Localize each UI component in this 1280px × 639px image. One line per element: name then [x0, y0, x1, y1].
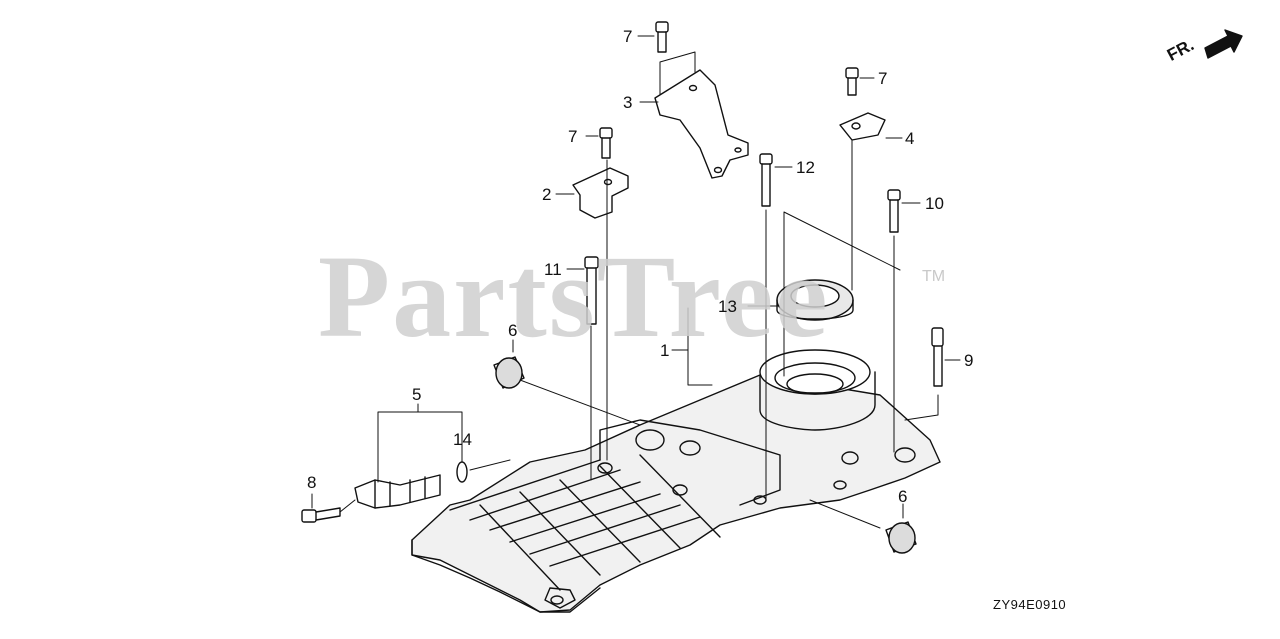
callout-8[interactable]: 8 — [307, 473, 317, 492]
leader-lines — [311, 35, 961, 529]
clip-4-part — [839, 112, 886, 141]
callout-7[interactable]: 7 — [623, 27, 633, 46]
callout-10[interactable]: 10 — [925, 194, 944, 213]
front-direction-arrow — [1204, 29, 1243, 59]
callout-13[interactable]: 13 — [718, 297, 737, 316]
trademark-symbol: TM — [922, 268, 946, 285]
diagram-code: ZY94E0910 — [993, 597, 1067, 612]
callout-3[interactable]: 3 — [623, 93, 633, 112]
bracket-2-part — [572, 167, 629, 219]
callout-7[interactable]: 7 — [878, 69, 888, 88]
callout-14[interactable]: 14 — [453, 430, 472, 449]
callout-2[interactable]: 2 — [542, 185, 552, 204]
watermark: PartsTree — [318, 231, 830, 362]
callout-11[interactable]: 11 — [544, 260, 562, 279]
callout-5[interactable]: 5 — [412, 385, 422, 404]
callout-6[interactable]: 6 — [508, 321, 518, 340]
bolt-parts — [301, 21, 944, 523]
callout-6[interactable]: 6 — [898, 487, 908, 506]
grommet-parts — [493, 356, 917, 554]
sensor-assembly-part — [354, 461, 468, 509]
callout-12[interactable]: 12 — [796, 158, 815, 177]
bracket-3-part — [654, 69, 749, 179]
callout-7[interactable]: 7 — [568, 127, 578, 146]
main-housing-part — [411, 349, 941, 613]
callout-4[interactable]: 4 — [905, 129, 915, 148]
callout-9[interactable]: 9 — [964, 351, 974, 370]
callout-1[interactable]: 1 — [660, 341, 670, 360]
oil-seal-part — [776, 279, 854, 321]
